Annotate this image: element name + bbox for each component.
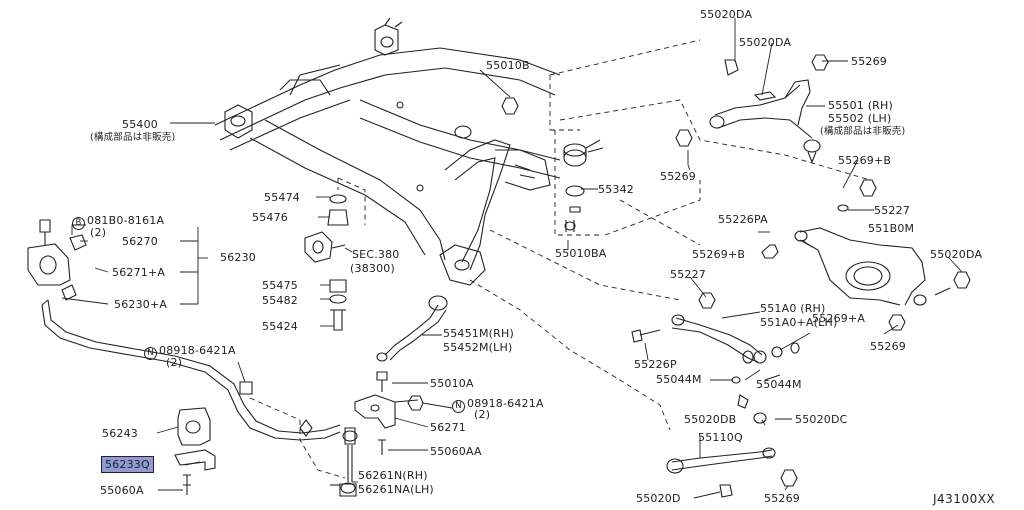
callout-55269-bottom: 55269 xyxy=(764,492,800,505)
callout-55226p: 55226P xyxy=(634,358,677,371)
callout-sec380: SEC.380 xyxy=(352,248,400,261)
callout-55451m: 55451M(RH) xyxy=(443,327,514,340)
note-not-sold-subframe: (構成部品は非販売) xyxy=(90,132,176,143)
callout-08918-label-b: 08918-6421A xyxy=(467,397,544,410)
end-link-drawing xyxy=(330,427,358,497)
callout-55475: 55475 xyxy=(262,279,298,292)
callout-56243: 56243 xyxy=(102,427,138,440)
callout-08918-label-a: 08918-6421A xyxy=(159,344,236,357)
callout-55452m: 55452M(LH) xyxy=(443,341,513,354)
callout-55269a: 55269+A xyxy=(812,312,866,325)
callout-56230a: 56230+A xyxy=(114,298,168,311)
callout-55424: 55424 xyxy=(262,320,298,333)
callout-55269b-top: 55269+B xyxy=(838,154,892,167)
callout-551b0m: 551B0M xyxy=(868,222,915,235)
callout-56271: 56271 xyxy=(430,421,466,434)
qty-08918-a: (2) xyxy=(166,356,183,369)
callout-56271a: 56271+A xyxy=(112,266,166,279)
bracket-drawing xyxy=(354,394,424,455)
callout-55269-left: 55269 xyxy=(660,170,696,183)
dashed-leaders xyxy=(249,39,871,479)
stabilizer-bar-drawing xyxy=(27,219,341,495)
callout-55010b: 55010B xyxy=(486,59,530,72)
trailing-link-drawing xyxy=(666,394,798,498)
callout-55227-mid: 55227 xyxy=(670,268,706,281)
callout-55110q: 55110Q xyxy=(698,431,743,444)
callout-56230: 56230 xyxy=(220,251,256,264)
nut-type-n-marker-b: N xyxy=(452,400,465,413)
callout-55020da-top: 55020DA xyxy=(700,8,753,21)
callout-56233q-highlighted[interactable]: 56233Q xyxy=(101,456,154,473)
lower-arm-drawing xyxy=(761,179,971,331)
callout-081b0-label: 081B0-8161A xyxy=(87,214,165,227)
callout-56270: 56270 xyxy=(122,235,158,248)
callout-55342: 55342 xyxy=(598,183,634,196)
qty-081b0: (2) xyxy=(90,226,107,239)
callout-55060aa: 55060AA xyxy=(430,445,482,458)
callout-55226pa: 55226PA xyxy=(718,213,768,226)
leader-lines xyxy=(61,18,963,499)
callout-55020db: 55020DB xyxy=(684,413,737,426)
qty-08918-b: (2) xyxy=(474,408,491,421)
rear-subframe-drawing xyxy=(214,17,604,286)
callout-55482: 55482 xyxy=(262,294,298,307)
callout-55474: 55474 xyxy=(264,191,300,204)
nut-type-n-marker-a: N xyxy=(144,347,157,360)
callout-55010a: 55010A xyxy=(430,377,474,390)
lateral-link-drawing xyxy=(631,292,800,384)
toe-link-drawing xyxy=(376,295,448,392)
callout-56261na: 56261NA(LH) xyxy=(358,483,434,496)
callout-55044m-left: 55044M xyxy=(656,373,702,386)
callout-55269b-mid: 55269+B xyxy=(692,248,746,261)
callout-551a0-rh: 551A0 (RH) xyxy=(760,302,826,315)
diagram-code: J43100XX xyxy=(933,492,996,506)
callout-55020d: 55020D xyxy=(636,492,681,505)
callout-55020da-right: 55020DA xyxy=(930,248,983,261)
callout-sec380-ref: (38300) xyxy=(350,262,395,275)
callout-55501: 55501 (RH) xyxy=(828,99,893,112)
callout-55020dc: 55020DC xyxy=(795,413,848,426)
callout-55502: 55502 (LH) xyxy=(828,112,892,125)
callout-55010ba: 55010BA xyxy=(555,247,607,260)
callout-551a0a-lh: 551A0+A(LH) xyxy=(760,316,838,329)
bolt-type-b-marker: B xyxy=(72,217,85,230)
callout-55400: 55400 xyxy=(122,118,158,131)
shock-mount-parts-drawing xyxy=(304,194,349,331)
callout-55044m-right: 55044M xyxy=(756,378,802,391)
callout-55269-lower-right: 55269 xyxy=(870,340,906,353)
callout-55227-top: 55227 xyxy=(874,204,910,217)
callout-55020da-second: 55020DA xyxy=(739,36,792,49)
callout-55476: 55476 xyxy=(252,211,288,224)
callout-55060a: 55060A xyxy=(100,484,144,497)
callout-55269-top: 55269 xyxy=(851,55,887,68)
upper-link-drawing xyxy=(675,54,829,164)
callout-56261n: 56261N(RH) xyxy=(358,469,428,482)
note-not-sold-upper-link: (構成部品は非販売) xyxy=(820,126,906,137)
